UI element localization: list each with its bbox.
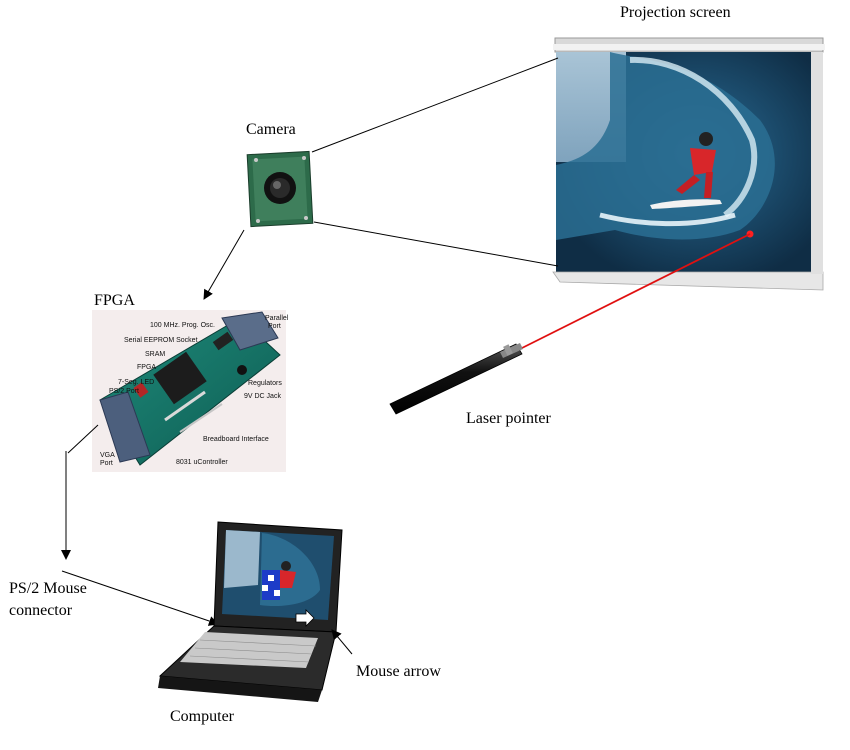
computer-label: Computer xyxy=(170,708,234,725)
laser-beam xyxy=(521,233,751,349)
fpga-board-image: 100 MHz. Prog. Osc. Parallel Port Serial… xyxy=(92,310,289,472)
fpga-label-eeprom: Serial EEPROM Socket xyxy=(124,337,198,344)
wave-foam xyxy=(629,56,758,218)
camera-to-fpga-arrow xyxy=(203,229,245,300)
fpga-label-parallel-port: Port xyxy=(268,323,281,330)
screen-side-frame xyxy=(811,52,823,274)
laptop-image xyxy=(158,521,343,702)
fpga-label-dcjack: 9V DC Jack xyxy=(244,393,281,400)
fpga-label-osc: 100 MHz. Prog. Osc. xyxy=(150,322,215,329)
fpga-label-fpga: FPGA xyxy=(137,364,156,371)
connector-to-computer-arrow xyxy=(61,570,219,626)
fpga-label-sram: SRAM xyxy=(145,351,165,358)
camera-label: Camera xyxy=(246,121,296,138)
ps2-connector-label-line1: PS/2 Mouse xyxy=(9,580,87,597)
fpga-label-regulators: Regulators xyxy=(248,380,282,387)
surfer xyxy=(650,132,722,209)
projection-screen xyxy=(552,37,825,291)
fpga-label-ucontroller: 8031 uController xyxy=(176,459,228,466)
laser-pointer-image xyxy=(389,343,523,415)
laser-pointer-label: Laser pointer xyxy=(466,410,551,427)
fpga-to-cable-line xyxy=(67,424,99,454)
fpga-label-ps2: PS/2 Port xyxy=(109,388,139,395)
fpga-label-parallel: Parallel xyxy=(265,315,289,322)
screen-bottom-bar xyxy=(552,271,824,291)
fpga-label-vga: VGA xyxy=(100,452,115,459)
camera-view-line-bottom xyxy=(313,221,559,267)
fpga-label-led: 7-Seg. LED xyxy=(118,379,154,386)
ps2-connector-label-line2: connector xyxy=(9,602,73,619)
fpga-label-vga-port: Port xyxy=(100,460,113,467)
mouse-arrow-pointer xyxy=(331,629,353,655)
camera-view-line-top xyxy=(311,57,559,153)
camera-image xyxy=(246,150,314,228)
fpga-label-breadboard: Breadboard Interface xyxy=(203,436,269,443)
mouse-arrow-label: Mouse arrow xyxy=(356,663,441,680)
fpga-label: FPGA xyxy=(94,292,135,309)
wave-spray xyxy=(599,212,736,227)
mouse-pointer-on-screen xyxy=(295,609,315,627)
projection-screen-label: Projection screen xyxy=(620,4,731,21)
screen-roller xyxy=(553,44,825,50)
